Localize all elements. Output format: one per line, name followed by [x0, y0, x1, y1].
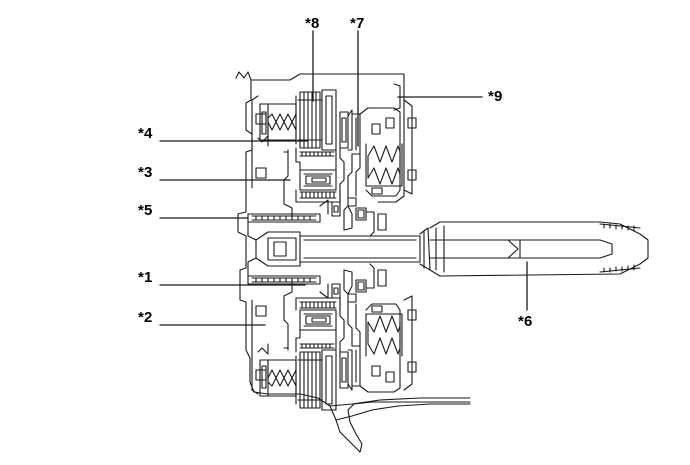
lower-case-detail: [251, 295, 417, 395]
lower-clutch-pack-assembly: [259, 281, 341, 411]
center-support-detail: [319, 199, 387, 299]
drawing-geometry: [159, 30, 649, 453]
callout-label-2: *2: [138, 309, 153, 326]
upper-clutch-pack-assembly: [259, 89, 341, 219]
callout-label-8: *8: [305, 15, 320, 32]
central-shaft-assembly: [247, 213, 649, 285]
callout-label-7: *7: [350, 15, 365, 32]
upper-case-detail: [251, 95, 417, 195]
callout-label-5: *5: [138, 202, 153, 219]
callout-label-6: *6: [518, 313, 533, 330]
callout-label-1: *1: [138, 269, 153, 286]
callout-leader-lines: [159, 30, 528, 326]
callout-label-3: *3: [138, 164, 153, 181]
callout-label-9: *9: [488, 88, 503, 105]
callout-label-4: *4: [138, 125, 153, 142]
upper-brake-assembly: [339, 107, 403, 207]
lower-brake-assembly: [339, 293, 403, 393]
